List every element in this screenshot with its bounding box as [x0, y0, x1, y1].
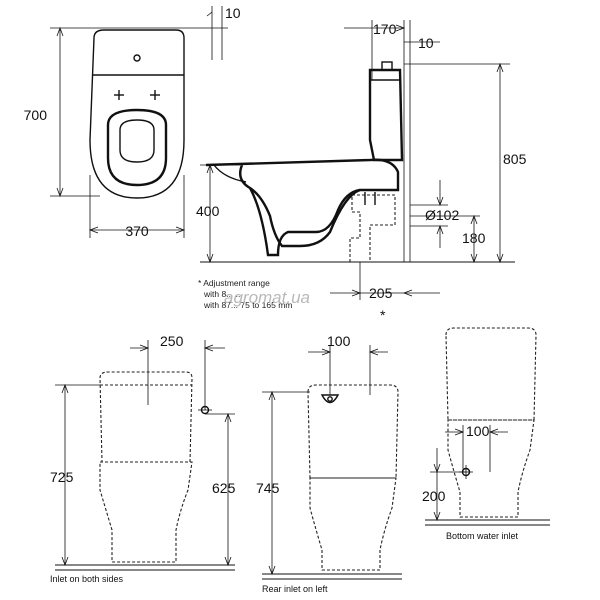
dim-inlet-height-label-3: 200 [422, 488, 446, 504]
top-view: 700 10 370 [24, 5, 241, 239]
caption-1: Inlet on both sides [50, 574, 124, 584]
cistern-side [368, 68, 404, 162]
front-view-bottom-inlet: 100 200 Bottom water inlet [422, 327, 550, 541]
dim-height-label-2: 745 [256, 480, 280, 496]
cistern-front-2 [307, 384, 399, 479]
dim-inlet-height-label-1: 625 [212, 480, 236, 496]
bowl-front-3 [447, 419, 535, 518]
dim-outlet-diameter-label: Ø102 [425, 207, 459, 223]
dim-outlet-height-label: 180 [462, 230, 486, 246]
dim-wall-gap-label: 10 [418, 35, 434, 51]
outlet-pipe [349, 194, 396, 263]
adjustment-note-line1: * Adjustment range [198, 278, 270, 288]
dim-height-label-1: 725 [50, 469, 74, 485]
dim-width-label: 370 [125, 223, 149, 239]
front-view-inlet-both-sides: 250 725 625 Inlet on both sides [50, 333, 236, 584]
side-view: 170 10 400 805 Ø102 [196, 20, 527, 323]
dim-total-height-label: 805 [503, 151, 527, 167]
cistern-front-3 [445, 327, 537, 421]
dim-inlet-offset-label-2: 100 [327, 333, 351, 349]
dim-cistern-depth-label: 170 [373, 21, 397, 37]
caption-2: Rear inlet on left [262, 584, 328, 594]
asterisk-mark: * [380, 307, 386, 323]
seat-outline [106, 108, 168, 187]
bowl-outline-top [89, 29, 185, 199]
bowl-front-2 [309, 477, 397, 571]
front-view-rear-inlet-left: 100 745 Rear inlet on left [256, 333, 402, 594]
dim-inlet-offset-label-3: 100 [466, 423, 490, 439]
dim-depth-label: 700 [24, 107, 48, 123]
bowl-front-1 [99, 461, 193, 563]
dim-offset-label: 10 [225, 5, 241, 21]
dim-seat-height-label: 400 [196, 203, 220, 219]
dim-outlet-distance-label: 205 [369, 285, 393, 301]
inlet-symbol-1 [198, 405, 212, 415]
watermark: agromat.ua [224, 288, 310, 307]
dim-inlet-offset-label-1: 250 [160, 333, 184, 349]
adjustment-note-line3: with 87... 75 to 165 mm [203, 300, 292, 310]
adjustment-note-line2: with 8... ... [203, 289, 243, 299]
caption-3: Bottom water inlet [446, 531, 519, 541]
